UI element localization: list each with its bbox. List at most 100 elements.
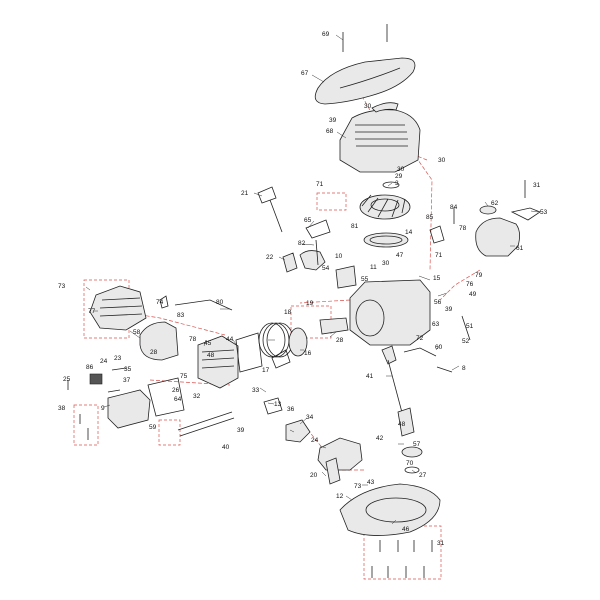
callout-20: 20	[310, 472, 318, 479]
red-dashed-line-head	[109, 309, 226, 336]
shroud-cover-detail	[339, 67, 401, 89]
callout-77: 77	[88, 308, 96, 315]
callout-79: 79	[475, 272, 483, 279]
callout-53: 53	[540, 209, 548, 216]
governor-wire-part	[174, 299, 233, 311]
callout-67: 67	[301, 70, 309, 77]
callout-31-bottom: 31	[437, 540, 445, 547]
recoil-starter-part	[339, 109, 421, 173]
callout-32: 32	[193, 393, 201, 400]
exhaust-gasket-part	[147, 377, 185, 417]
callout-43: 43	[367, 479, 375, 486]
callout-12: 12	[336, 493, 344, 500]
flywheel-ring-part	[363, 232, 409, 248]
crankcase-cover-part	[339, 483, 441, 536]
callout-54: 54	[322, 265, 330, 272]
callout-80: 80	[216, 299, 224, 306]
callout-52: 52	[462, 338, 470, 345]
callout-57: 57	[413, 441, 421, 448]
air-filter-part	[139, 321, 179, 361]
intake-gasket-part	[263, 397, 283, 415]
callout-75: 75	[180, 373, 188, 380]
callout-82: 82	[298, 240, 306, 247]
starter-pulley-part	[382, 181, 400, 189]
piston-rings-part	[258, 322, 294, 358]
fuel-cap-part	[479, 205, 497, 215]
callout-11: 11	[370, 264, 377, 271]
callout-30-lower: 30	[397, 166, 405, 173]
link-rod-part	[403, 347, 437, 357]
callout-15: 15	[433, 275, 441, 282]
bracket-part	[305, 219, 331, 239]
callout-36: 36	[287, 406, 295, 413]
callout-49: 49	[469, 291, 477, 298]
callout-39-left: 39	[237, 427, 245, 434]
flywheel-fan-part	[359, 194, 411, 220]
spring-part	[436, 366, 453, 373]
screws-part	[67, 24, 526, 578]
callout-14: 14	[405, 229, 413, 236]
intake-elbow-part	[325, 457, 341, 485]
callout-35: 35	[124, 366, 132, 373]
cam-follower-part	[271, 349, 291, 369]
callout-70: 70	[406, 460, 414, 467]
callout-83: 83	[177, 312, 185, 319]
carburetor-part	[285, 419, 311, 443]
callout-69: 69	[322, 31, 330, 38]
callout-17: 17	[262, 367, 270, 374]
dipstick-part	[257, 186, 283, 233]
callout-71-top: 71	[316, 181, 324, 188]
callout-51: 51	[466, 323, 474, 330]
spark-plug-part	[282, 252, 298, 273]
group-box-38	[73, 404, 99, 446]
callout-72: 72	[416, 335, 424, 342]
governor-rod-part	[315, 239, 319, 266]
callout-41: 41	[366, 373, 374, 380]
callout-64: 64	[174, 396, 182, 403]
callout-13: 13	[274, 401, 282, 408]
callout-27: 27	[419, 472, 427, 479]
callout-21: 21	[241, 190, 249, 197]
callout-85: 85	[426, 214, 434, 221]
callout-18: 18	[284, 309, 292, 316]
callout-76: 76	[466, 281, 474, 288]
crankcase-cover-inner	[365, 497, 427, 523]
callout-29: 29	[395, 173, 403, 180]
cylinder-head-fins	[201, 349, 235, 369]
callout-74: 74	[156, 299, 164, 306]
callout-34: 34	[306, 414, 314, 421]
callout-24-right: 24	[311, 437, 319, 444]
fuel-valve-part	[429, 225, 445, 244]
starter-handle-part	[371, 102, 399, 113]
callout-84: 84	[450, 204, 458, 211]
throttle-lever-part	[510, 207, 541, 221]
cam-gear-part	[401, 446, 423, 458]
fuel-tank-part	[475, 217, 520, 257]
callout-59: 59	[149, 424, 157, 431]
red-dashed-line-tank	[439, 269, 481, 301]
callout-46: 46	[402, 526, 410, 533]
callout-30-right: 30	[438, 157, 446, 164]
callout-28: 28	[336, 337, 344, 344]
callout-68: 68	[326, 128, 334, 135]
callout-31-top: 31	[533, 182, 541, 189]
group-box-59	[158, 419, 181, 446]
callout-73-lower: 73	[354, 483, 362, 490]
callout-26: 26	[172, 387, 180, 394]
muffler-nut-part	[89, 373, 103, 385]
callout-22: 22	[266, 254, 274, 261]
callout-55: 55	[361, 276, 369, 283]
callout-23: 23	[114, 355, 122, 362]
head-gasket-part	[235, 332, 263, 373]
callout-24: 24	[100, 358, 108, 365]
engine-block-part	[349, 279, 431, 346]
callout-81: 81	[351, 223, 359, 230]
callout-labels: 69 67 30 39 68 30 30 29 3 71 21 31 62 84…	[58, 31, 548, 547]
callout-78: 78	[459, 225, 467, 232]
parts	[67, 24, 541, 578]
callout-48-right: 48	[398, 421, 406, 428]
callout-3: 3	[395, 180, 399, 187]
governor-gear-part	[404, 466, 420, 474]
callout-48: 48	[207, 352, 215, 359]
